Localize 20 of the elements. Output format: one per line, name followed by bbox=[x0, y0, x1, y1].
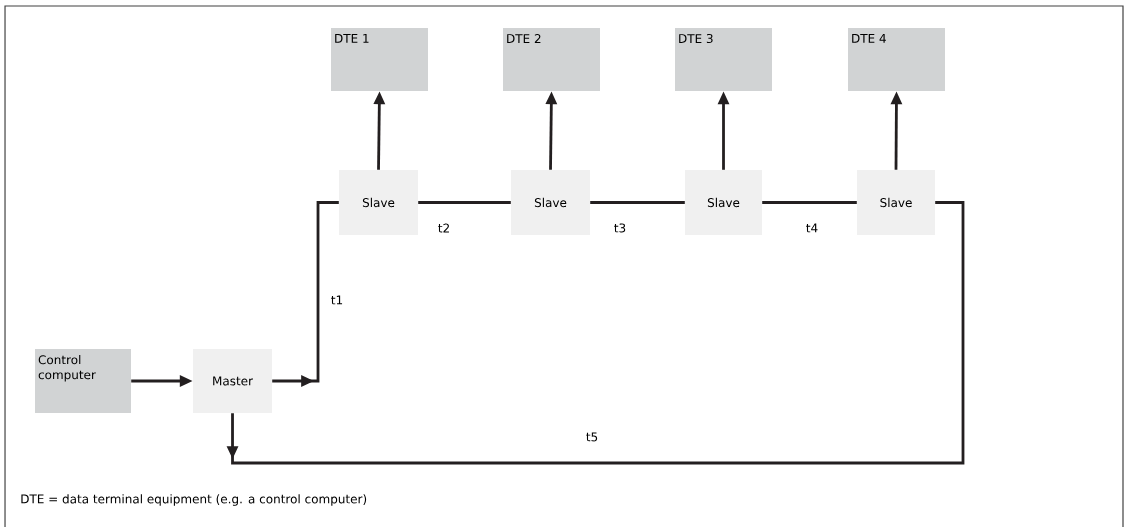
station-box: Slave bbox=[685, 170, 762, 235]
edge-label: t5 bbox=[584, 431, 600, 443]
terminal-box: DTE 3 bbox=[675, 28, 772, 91]
terminal-box: DTE 2 bbox=[503, 28, 600, 91]
edge-label: t1 bbox=[329, 294, 345, 306]
connector bbox=[590, 201, 685, 204]
station-box: Slave bbox=[857, 170, 935, 235]
edge-label: t2 bbox=[436, 222, 452, 234]
terminal-box: Control computer bbox=[35, 349, 131, 413]
station-box: Slave bbox=[339, 170, 418, 235]
edge-label: t3 bbox=[612, 222, 628, 234]
terminal-box: DTE 1 bbox=[331, 28, 428, 91]
connector bbox=[418, 201, 511, 204]
edge-label: t4 bbox=[804, 222, 820, 234]
station-box: Slave bbox=[511, 170, 590, 235]
caption: DTE = data terminal equipment (e.g. a control computer) bbox=[21, 494, 367, 506]
connector bbox=[762, 201, 857, 204]
connector bbox=[272, 201, 339, 387]
terminal-box: DTE 4 bbox=[848, 28, 945, 91]
station-box: Master bbox=[193, 349, 272, 413]
